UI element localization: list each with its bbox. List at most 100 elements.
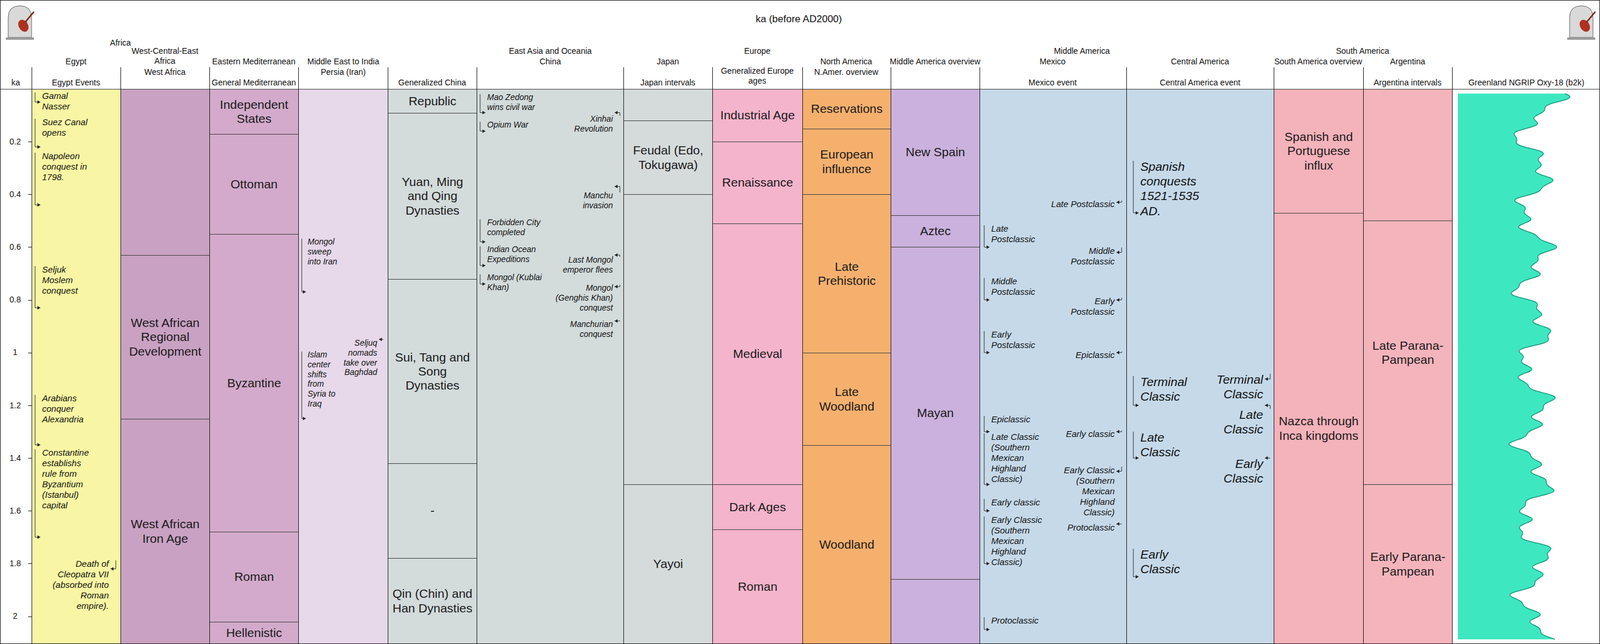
grid-line xyxy=(623,194,713,195)
arrowhead xyxy=(1116,429,1120,434)
header-text: Argentina intervals xyxy=(1363,77,1452,88)
axis-tick xyxy=(28,405,32,406)
icon-base xyxy=(1567,37,1596,40)
leader-line xyxy=(480,246,486,266)
empty-band xyxy=(623,194,713,485)
header-text: General Mediterranean xyxy=(204,77,304,88)
period-name: Hellenistic xyxy=(222,625,286,640)
event-text: Mongol (Genghis Khan) conquest xyxy=(551,283,613,313)
event-note: Early Classic (Southern Mexican Highland… xyxy=(991,514,1047,568)
axis-label: 0.8 xyxy=(2,294,29,305)
period-name: Spanish and Portuguese influx xyxy=(1274,129,1364,172)
arrowhead xyxy=(986,245,990,249)
period-band: Republic xyxy=(388,89,477,113)
axis-tick xyxy=(28,141,32,143)
header-text: Central America xyxy=(1141,56,1259,67)
axis-value: 1.8 xyxy=(2,558,29,569)
arrowhead xyxy=(37,202,41,207)
period-name: West African Regional Development xyxy=(121,315,210,358)
period-band: West African Iron Age xyxy=(121,419,210,644)
column-header: Central America xyxy=(1141,56,1259,67)
event-note: Arabians conquer Alexandria xyxy=(42,392,98,425)
empty-band xyxy=(1363,89,1453,221)
event-note: Mao Zedong wins civil war xyxy=(487,92,549,113)
period-name: West African Iron Age xyxy=(121,516,210,546)
event-text: Islam center shifts from Syria to Iraq xyxy=(307,349,342,409)
event-note: Early Classic (Southern Mexican Highland… xyxy=(1050,464,1115,518)
axis-tick xyxy=(28,194,32,195)
header-text: Japan intervals xyxy=(623,77,712,88)
arrowhead xyxy=(614,111,618,115)
arrowhead xyxy=(1135,211,1139,215)
tombstone-icon xyxy=(1567,5,1596,40)
period-name: Republic xyxy=(405,94,461,109)
arrowhead xyxy=(1116,298,1120,302)
header-text: Eastern Mediterranean xyxy=(204,56,304,67)
axis-tick xyxy=(28,300,32,301)
arrowhead xyxy=(1264,377,1268,381)
event-text: Mongol sweep into Iran xyxy=(307,236,344,267)
axis-tick xyxy=(28,510,32,512)
empty-band xyxy=(121,89,210,255)
event-text: Seljuq nomads take over Baghdad xyxy=(343,338,378,378)
period-band: Industrial Age xyxy=(712,89,803,142)
event-text: Last Mongol emperor flees xyxy=(551,254,613,275)
period-band: Medieval xyxy=(712,223,803,485)
column-header: Egypt xyxy=(32,56,120,67)
arrowhead xyxy=(37,305,41,310)
period-name: Dark Ages xyxy=(725,500,790,515)
arrowhead xyxy=(986,482,990,486)
event-note: Manchu invasion xyxy=(551,190,613,211)
axis-label: 1.8 xyxy=(2,558,29,569)
empty-band xyxy=(891,579,980,644)
event-text: Early Postclassic xyxy=(991,329,1047,351)
event-note: Terminal Classic xyxy=(1140,374,1199,404)
column-header: ka xyxy=(1,77,31,88)
axis-value: 0.4 xyxy=(2,189,29,200)
column-header: West-Central-East Africa xyxy=(121,46,209,67)
event-note: Spanish conquests 1521-1535 AD. xyxy=(1140,159,1214,219)
period-band: Hellenistic xyxy=(209,622,299,644)
arrowhead xyxy=(302,290,306,294)
event-note: Mongol (Kublai Khan) xyxy=(487,272,549,293)
column-header: China xyxy=(506,56,595,67)
header-text: Middle America xyxy=(1023,46,1141,57)
event-note: Early classic xyxy=(1050,428,1115,440)
period-name: Late Woodland xyxy=(802,384,891,413)
axis-label: 2 xyxy=(2,611,29,622)
event-note: Late Classic (Southern Mexican Highland … xyxy=(991,431,1047,485)
event-note: Terminal Classic xyxy=(1204,371,1264,402)
event-text: Forbidden City completed xyxy=(487,217,549,238)
arrowhead xyxy=(37,535,41,539)
header-text: Africa xyxy=(97,38,144,48)
axis-value: 2 xyxy=(2,611,29,622)
column-header: Japan intervals xyxy=(623,77,712,88)
period-name: Reservations xyxy=(807,101,887,116)
event-text: Arabians conquer Alexandria xyxy=(42,392,98,425)
arrowhead xyxy=(302,416,306,421)
leader-line xyxy=(301,238,306,292)
event-text: Early classic xyxy=(1050,428,1115,440)
axis-tick xyxy=(28,616,32,617)
period-name: Qin (Chin) and Han Dynasties xyxy=(388,586,477,615)
arrowhead xyxy=(1135,403,1139,408)
header-text: South America overview xyxy=(1265,56,1371,67)
header-text: Central America event xyxy=(1141,77,1259,88)
column-header: Mexico xyxy=(1008,56,1097,67)
header-text: Generalized Europe ages xyxy=(713,66,802,86)
period-name: Yayoi xyxy=(649,556,687,571)
event-text: Napoleon conquest in 1798. xyxy=(42,150,98,183)
period-band: Late Woodland xyxy=(802,353,891,446)
leader-line xyxy=(1133,548,1139,577)
period-band: Independent States xyxy=(209,89,299,134)
event-note: Middle Postclassic xyxy=(991,276,1047,298)
arrowhead xyxy=(1116,250,1120,254)
event-note: Epiclassic xyxy=(991,414,1047,425)
leader-line xyxy=(301,351,306,419)
event-text: Manchurian conquest xyxy=(551,319,613,340)
event-text: Death of Cleopatra VII (absorbed into Ro… xyxy=(50,558,109,612)
event-column: Gamal NasserSuez Canal opensNapoleon con… xyxy=(32,89,121,644)
column-header: East Asia and Oceania xyxy=(477,46,624,57)
event-text: Protoclassic xyxy=(1050,522,1115,533)
